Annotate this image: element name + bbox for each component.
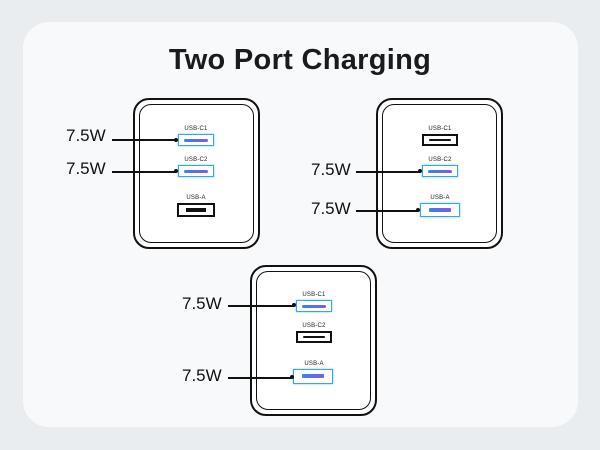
leader-dot xyxy=(292,303,296,307)
leader-dot xyxy=(416,208,420,212)
watt-label: 7.5W xyxy=(311,160,351,179)
leader-dot xyxy=(418,169,422,173)
port-label-usb-a: USB-A xyxy=(304,361,324,367)
leader-dot xyxy=(174,138,178,142)
port-label-usb-c2: USB-C2 xyxy=(184,157,208,163)
leader-dot xyxy=(174,169,178,173)
leader-line xyxy=(356,210,418,212)
charger-face xyxy=(139,104,254,243)
leader-line xyxy=(112,171,176,173)
port-label-usb-c2: USB-C2 xyxy=(428,157,452,163)
port-label-usb-c1: USB-C1 xyxy=(302,292,326,298)
leader-line xyxy=(112,139,176,141)
usb-c1-port-inactive xyxy=(422,134,458,146)
usb-a-port-active xyxy=(420,203,460,217)
port-label-usb-a: USB-A xyxy=(186,195,206,201)
leader-line xyxy=(228,305,294,307)
usb-c2-port-inactive xyxy=(296,331,332,343)
watt-label: 7.5W xyxy=(66,159,106,178)
watt-label: 7.5W xyxy=(311,199,351,218)
usb-c1-port-active xyxy=(296,300,332,312)
usb-a-port-active xyxy=(293,369,333,384)
watt-label: 7.5W xyxy=(182,294,222,313)
leader-line xyxy=(356,171,420,173)
usb-c2-port-active xyxy=(422,165,458,177)
port-label-usb-c2: USB-C2 xyxy=(302,323,326,329)
charger-face xyxy=(256,271,371,410)
port-label-usb-c1: USB-C1 xyxy=(428,126,452,132)
leader-line xyxy=(228,377,292,379)
usb-a-port-inactive xyxy=(177,203,215,217)
port-label-usb-a: USB-A xyxy=(430,195,450,201)
port-label-usb-c1: USB-C1 xyxy=(184,126,208,132)
leader-dot xyxy=(290,375,294,379)
usb-c2-port-active xyxy=(178,165,214,177)
watt-label: 7.5W xyxy=(182,366,222,385)
watt-label: 7.5W xyxy=(66,126,106,145)
usb-c1-port-active xyxy=(178,134,214,146)
charger-face xyxy=(382,104,497,243)
page-title: Two Port Charging xyxy=(168,44,432,76)
